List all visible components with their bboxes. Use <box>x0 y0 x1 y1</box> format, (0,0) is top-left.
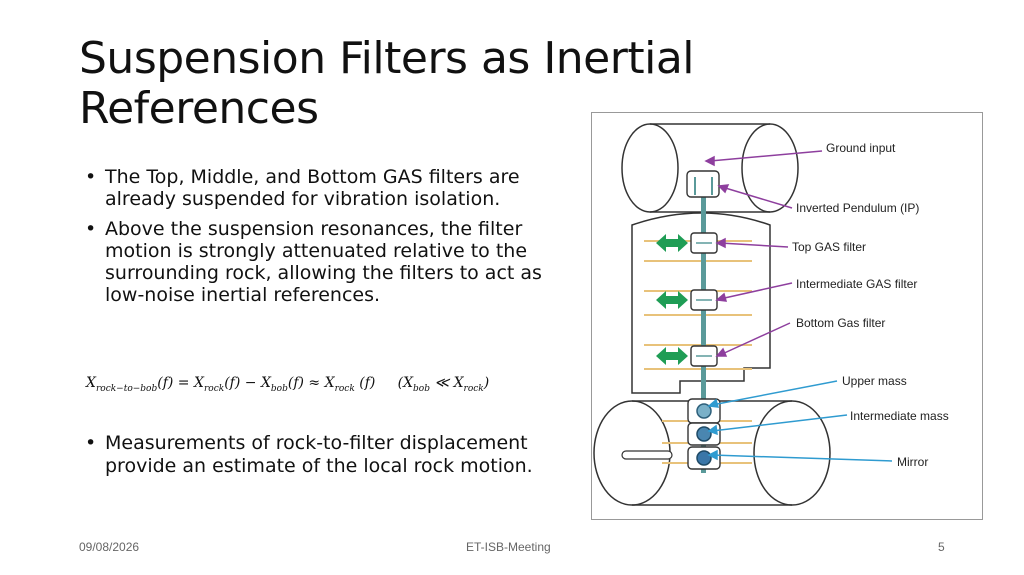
title-line-1: Suspension Filters as Inertial <box>79 33 695 84</box>
bullet-rock-motion: Measurements of rock-to-filter displacem… <box>83 432 583 478</box>
suspension-diagram-svg: Ground input Inverted Pendulum (IP) Top … <box>593 123 949 506</box>
footer-date: 09/08/2026 <box>79 540 140 554</box>
label-ground-input: Ground input <box>826 141 896 155</box>
top-gas-filter <box>690 232 718 254</box>
title-line-2: References <box>79 83 319 134</box>
footer-page-number: 5 <box>938 540 945 554</box>
top-tunnel-end-right <box>741 123 799 213</box>
suspension-diagram: Ground input Inverted Pendulum (IP) Top … <box>591 112 983 520</box>
displacement-formula: Xrock−to−bob(f) = Xrock(f) − Xbob(f) ≈ X… <box>86 375 490 394</box>
label-top-gas-filter: Top GAS filter <box>792 240 866 254</box>
top-tunnel-end-left <box>621 123 679 213</box>
bullet-list-2: Measurements of rock-to-filter displacem… <box>83 432 583 478</box>
intermediate-gas-filter <box>690 289 718 311</box>
label-bottom-gas-filter: Bottom Gas filter <box>796 316 885 330</box>
bullet-attenuation: Above the suspension resonances, the fil… <box>83 218 583 306</box>
bottom-gas-filter <box>690 345 718 367</box>
purple-leader-lines <box>704 150 823 357</box>
footer-meeting: ET-ISB-Meeting <box>466 540 551 554</box>
mirror <box>687 446 721 470</box>
label-intermediate-gas-filter: Intermediate GAS filter <box>796 277 917 291</box>
bottom-tunnel-end-right <box>753 400 831 506</box>
label-mirror: Mirror <box>897 455 928 469</box>
suspension-rod <box>701 173 706 473</box>
label-upper-mass: Upper mass <box>842 374 907 388</box>
bullet-list: The Top, Middle, and Bottom GAS filters … <box>83 166 583 314</box>
blue-leader-lines <box>707 380 893 462</box>
label-inverted-pendulum: Inverted Pendulum (IP) <box>796 201 919 215</box>
inverted-pendulum <box>686 170 720 198</box>
label-intermediate-mass: Intermediate mass <box>850 409 949 423</box>
slide-title: Suspension Filters as Inertial Reference… <box>79 34 739 134</box>
green-double-arrows <box>656 234 688 365</box>
bullet-gas-filters: The Top, Middle, and Bottom GAS filters … <box>83 166 583 210</box>
